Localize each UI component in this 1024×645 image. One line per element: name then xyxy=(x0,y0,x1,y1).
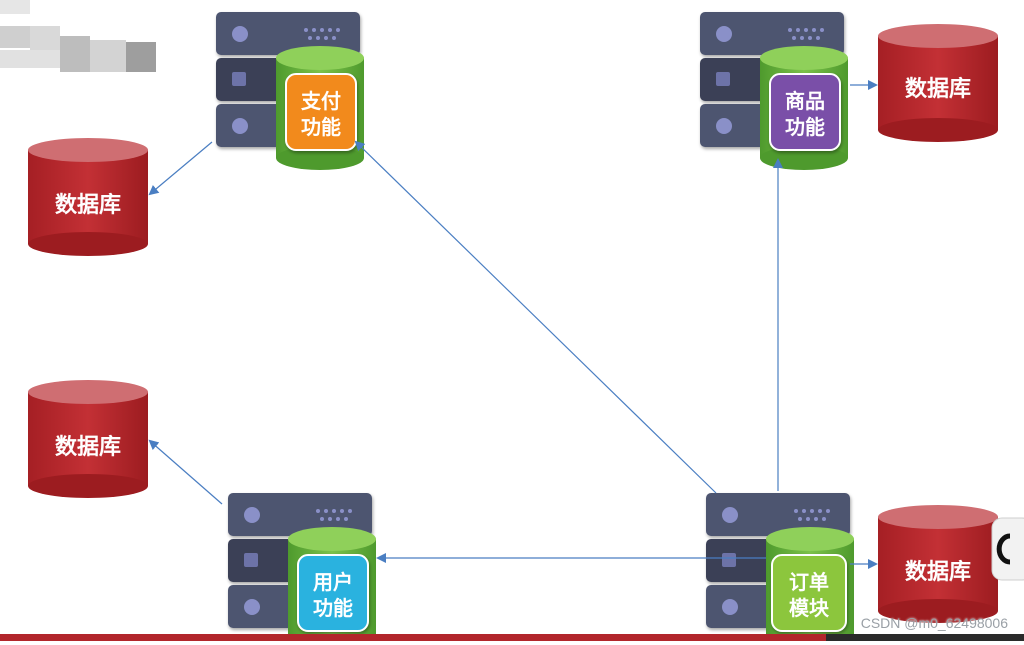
database-label: 数据库 xyxy=(55,434,121,460)
module-label-line2: 功能 xyxy=(313,596,353,620)
arrow-order-to-payment xyxy=(354,140,717,494)
blurred-region xyxy=(0,0,156,72)
database-label: 数据库 xyxy=(905,559,971,585)
server-rack-unit xyxy=(216,12,360,55)
server-product: 商品 功能 xyxy=(700,12,848,170)
module-badge-payment: 支付 功能 xyxy=(285,73,357,151)
watermark: CSDN @m0_62498006 xyxy=(860,615,1008,631)
accent-bar xyxy=(0,634,826,641)
server-order: 订单 模块 xyxy=(706,493,854,639)
module-label-line2: 功能 xyxy=(785,115,825,139)
database-top-left: 数据库 xyxy=(28,138,148,256)
arrow-user-to-db xyxy=(148,439,223,505)
database-bottom-right: 数据库 xyxy=(878,505,998,623)
module-badge-product: 商品 功能 xyxy=(769,73,841,151)
accent-bar-dark xyxy=(826,634,1024,641)
module-badge-user: 用户 功能 xyxy=(297,554,369,632)
database-mid-left: 数据库 xyxy=(28,380,148,498)
module-label-line2: 模块 xyxy=(789,596,830,620)
server-payment: 支付 功能 xyxy=(216,12,364,170)
module-label-line1: 商品 xyxy=(785,89,825,113)
module-badge-order: 订单 模块 xyxy=(771,554,847,632)
server-user: 用户 功能 xyxy=(228,493,376,639)
database-label: 数据库 xyxy=(905,76,971,102)
module-label-line1: 支付 xyxy=(301,89,341,113)
server-led-icon xyxy=(232,26,248,42)
edge-control xyxy=(991,517,1024,581)
module-label-line1: 用户 xyxy=(313,570,353,594)
database-label: 数据库 xyxy=(55,192,121,218)
connector-arrows xyxy=(148,80,878,569)
module-label-line2: 功能 xyxy=(301,115,341,139)
module-label-line1: 订单 xyxy=(789,570,829,594)
database-top-right: 数据库 xyxy=(878,24,998,142)
arrow-payment-to-db xyxy=(148,141,213,196)
